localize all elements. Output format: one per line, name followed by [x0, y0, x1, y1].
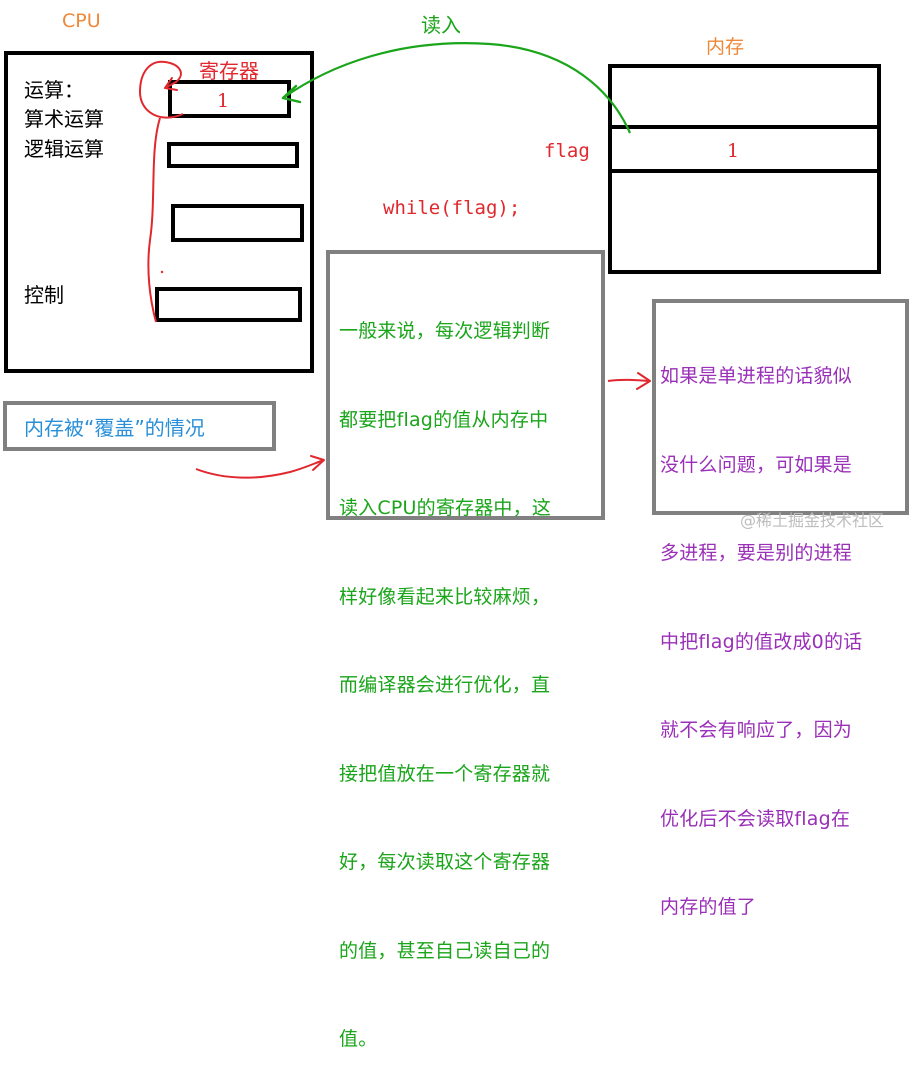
note-line: 的值，甚至自己读自己的 — [339, 939, 551, 962]
note-line: 而编译器会进行优化，直 — [339, 674, 551, 696]
red-bracket — [147, 117, 161, 323]
note-line: 中把flag的值改成0的话 — [660, 630, 863, 653]
logic-label: 逻辑运算 — [24, 137, 104, 161]
note-line: 就不会有响应了，因为 — [660, 719, 853, 741]
note-line: 都要把flag的值从内存中 — [339, 408, 549, 431]
note-arrow-head — [636, 372, 651, 390]
note-line: 好，每次读取这个寄存器 — [339, 851, 551, 873]
read-label: 读入 — [421, 13, 461, 37]
register-slot-3 — [171, 204, 304, 242]
code-snippet: while(flag); — [383, 197, 521, 219]
cpu-box — [4, 51, 314, 373]
note-line: 读入CPU的寄存器中，这 — [339, 497, 552, 519]
memory-flag-cell — [608, 125, 881, 173]
cpu-title: CPU — [62, 10, 101, 32]
memory-flag-value: 1 — [727, 140, 740, 162]
note-line: 接把值放在一个寄存器就 — [339, 762, 551, 785]
note-line: 如果是单进程的话貌似 — [660, 365, 853, 387]
note-line: 优化后不会读取flag在 — [660, 807, 851, 830]
note-line: 一般来说，每次逻辑判断 — [339, 320, 551, 342]
register-slot-4 — [155, 287, 302, 322]
red-dot — [160, 270, 164, 274]
note-line: 样好像看起来比较麻烦， — [339, 585, 551, 608]
read-arrow — [282, 42, 632, 134]
register-value: 1 — [217, 90, 230, 112]
arithmetic-label: 算术运算 — [24, 107, 104, 131]
loop-arrow — [138, 60, 184, 119]
control-label: 控制 — [24, 283, 64, 307]
compute-label: 运算： — [24, 78, 84, 102]
flag-label: flag — [544, 140, 590, 162]
caption-arrow-head — [310, 455, 325, 471]
register-label: 寄存器 — [199, 59, 259, 83]
register-slot-2 — [167, 142, 299, 168]
caption-box — [3, 401, 276, 451]
caption-text: 内存被“覆盖”的情况 — [24, 416, 205, 440]
arrows-layer — [138, 42, 651, 479]
watermark: @稀土掘金技术社区 — [740, 511, 885, 530]
read-arrow-head — [281, 84, 302, 104]
note-line: 值。 — [339, 1028, 378, 1050]
loop-arrow-head — [164, 77, 178, 91]
note-line: 没什么问题，可如果是 — [660, 453, 853, 476]
caption-arrow — [195, 459, 325, 479]
note-line: 内存的值了 — [660, 896, 757, 918]
memory-title: 内存 — [706, 36, 745, 58]
note-arrow — [607, 378, 651, 382]
